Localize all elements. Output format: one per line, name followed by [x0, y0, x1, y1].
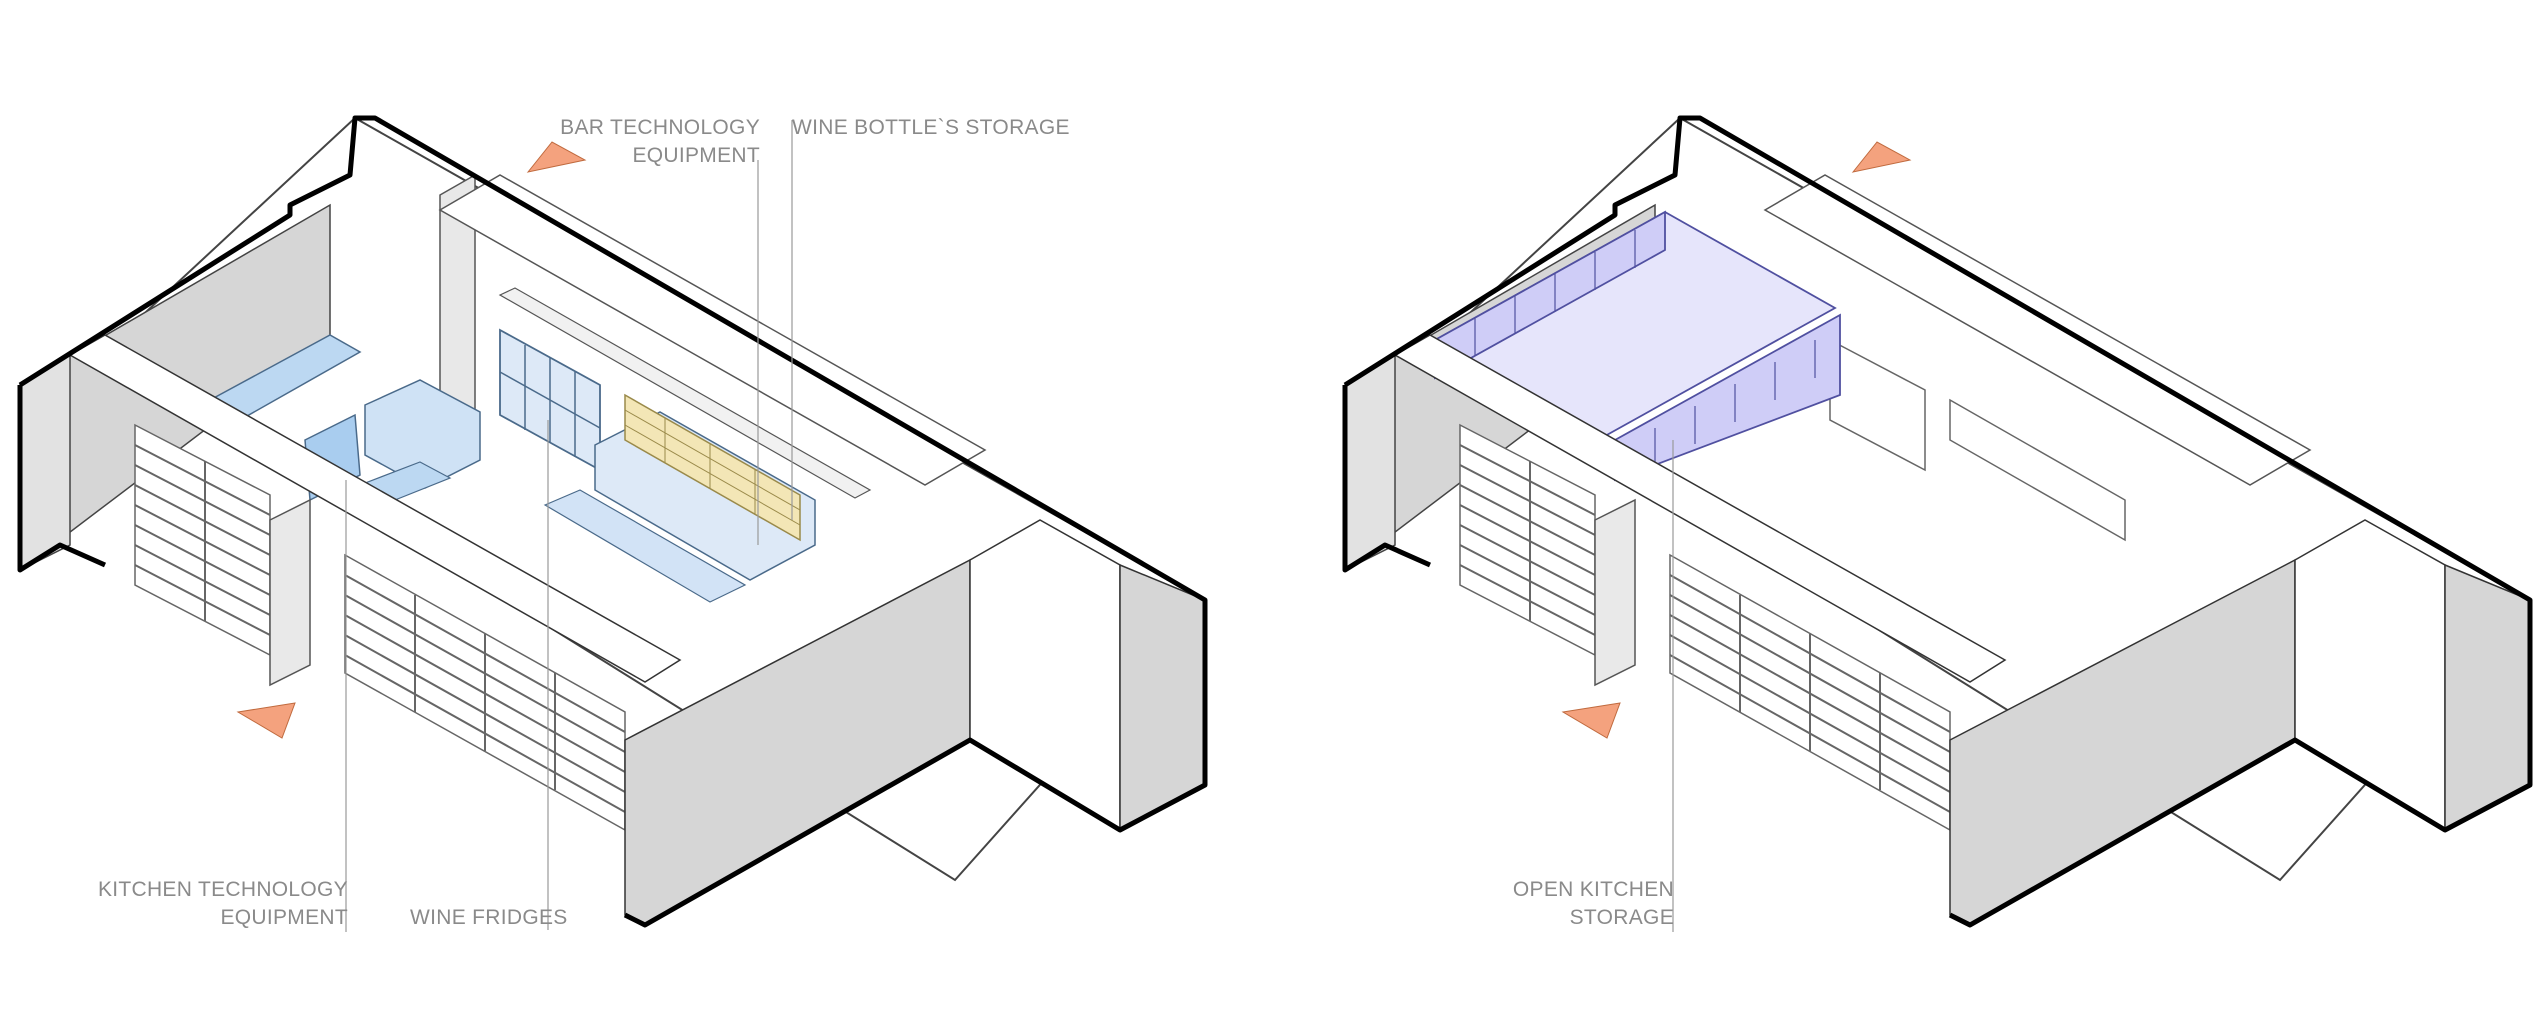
label-line: STORAGE — [1569, 906, 1674, 929]
open-kitchen-storage — [1433, 210, 1841, 482]
north-arrow-icon — [526, 141, 587, 173]
north-arrow-icon — [236, 702, 296, 739]
exterior-outline-left — [1342, 385, 1432, 573]
label-wine-bottle-storage: WINE BOTTLE`S STORAGE — [792, 116, 1070, 139]
front-shelving — [1459, 423, 1951, 832]
exterior-outline-left — [17, 385, 107, 573]
inner-ledge — [438, 174, 987, 486]
bar-counter-strip — [543, 489, 747, 603]
front-shelving — [134, 423, 626, 832]
north-arrow-icon — [1561, 702, 1621, 739]
label-open-kitchen-storage: OPEN KITCHEN STORAGE — [1430, 876, 1674, 932]
label-bar-technology-equipment: BAR TECHNOLOGY EQUIPMENT — [520, 114, 760, 170]
label-line: EQUIPMENT — [632, 144, 760, 167]
kitchen-equipment-block — [364, 379, 481, 489]
label-wine-fridges: WINE FRIDGES — [410, 906, 568, 929]
inner-ledge-2 — [498, 287, 872, 499]
label-line: BAR TECHNOLOGY — [560, 116, 760, 139]
door — [269, 498, 311, 687]
wine-bottle-storage — [624, 393, 801, 542]
inner-ledge — [1763, 174, 2312, 486]
label-kitchen-technology-equipment: KITCHEN TECHNOLOGY EQUIPMENT — [60, 876, 348, 932]
right-diagram — [1342, 115, 2533, 932]
exterior-outline — [1343, 115, 2533, 928]
label-line: KITCHEN TECHNOLOGY — [97, 878, 348, 901]
wall-left-light — [1344, 353, 1396, 572]
left-diagram — [17, 115, 1208, 932]
north-arrow-icon — [1851, 141, 1912, 173]
wine-bottle-storage — [1949, 398, 2126, 542]
wall-left-light — [19, 353, 71, 572]
label-line: EQUIPMENT — [220, 906, 348, 929]
label-line: OPEN KITCHEN — [1512, 878, 1674, 901]
door — [1594, 498, 1636, 687]
exterior-outline — [18, 115, 1208, 928]
